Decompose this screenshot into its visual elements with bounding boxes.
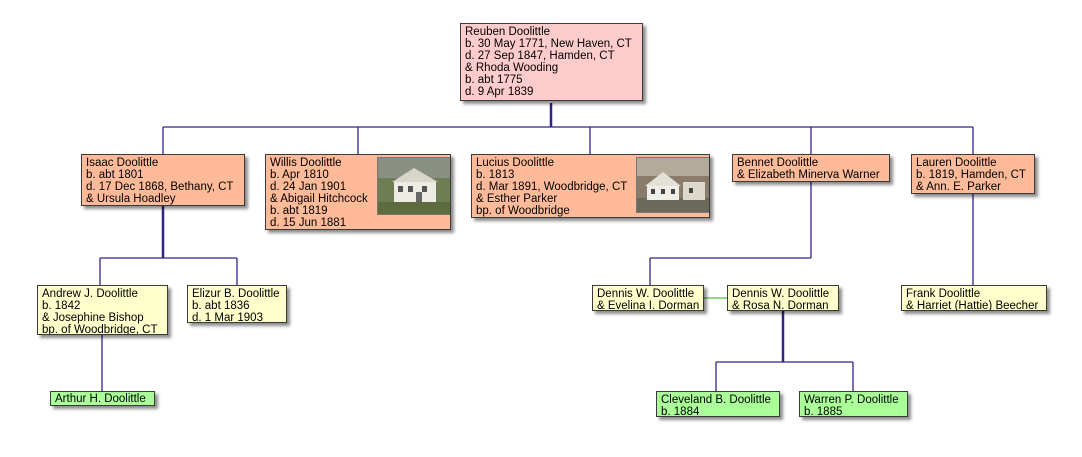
person-name: Elizur B. Doolittle bbox=[192, 288, 280, 300]
person-bennet-doolittle[interactable]: Bennet Doolittle& Elizabeth Minerva Warn… bbox=[732, 154, 890, 182]
person-name: Cleveland B. Doolittle bbox=[661, 394, 771, 406]
person-detail-line: & Ann. E. Parker bbox=[916, 181, 1002, 193]
person-name: Dennis W. Doolittle bbox=[597, 288, 695, 300]
person-detail-line: bp. of Woodbridge, CT bbox=[42, 324, 158, 335]
person-detail-line: d. 1 Mar 1903 bbox=[192, 312, 263, 323]
person-detail-line: & Rosa N. Dorman bbox=[732, 300, 829, 311]
person-detail-line: d. 9 Apr 1839 bbox=[465, 86, 534, 98]
person-name: Willis Doolittle bbox=[270, 157, 342, 169]
person-detail-line: b. 1885 bbox=[804, 406, 843, 417]
person-detail-line: d. 24 Jan 1901 bbox=[270, 181, 347, 193]
person-detail-line: d. 17 Dec 1868, Bethany, CT bbox=[86, 181, 234, 193]
person-detail-line: & Josephine Bishop bbox=[42, 312, 144, 324]
person-detail-line: & Abigail Hitchcock bbox=[270, 193, 368, 205]
person-detail-line: d. 15 Jun 1881 bbox=[270, 217, 347, 229]
person-detail-line: b. 1842 bbox=[42, 300, 81, 312]
house-photo bbox=[377, 157, 450, 215]
person-frank-doolittle[interactable]: Frank Doolittle& Harriet (Hattie) Beeche… bbox=[901, 285, 1047, 311]
person-detail-line: & Esther Parker bbox=[476, 193, 558, 205]
person-name: Frank Doolittle bbox=[906, 288, 981, 300]
person-detail-line: & Harriet (Hattie) Beecher bbox=[906, 300, 1039, 311]
person-detail-line: b. abt 1801 bbox=[86, 169, 144, 181]
person-detail-line: b. abt 1775 bbox=[465, 74, 523, 86]
person-dennis-doolittle-evelina[interactable]: Dennis W. Doolittle& Evelina I. Dorman bbox=[592, 285, 704, 311]
person-detail-line: b. 1884 bbox=[661, 406, 700, 417]
person-name: Lucius Doolittle bbox=[476, 157, 554, 169]
person-detail-line: & Rhoda Wooding bbox=[465, 62, 559, 74]
person-name: Bennet Doolittle bbox=[737, 157, 819, 169]
person-detail-line: b. 1813 bbox=[476, 169, 515, 181]
person-detail-line: bp. of Woodbridge bbox=[476, 205, 570, 217]
homestead-photo bbox=[636, 157, 709, 213]
person-detail-line: & Ursula Hoadley bbox=[86, 193, 176, 205]
person-detail-line: d. Mar 1891, Woodbridge, CT bbox=[476, 181, 628, 193]
person-name: Arthur H. Doolittle bbox=[55, 393, 146, 405]
person-name: Lauren Doolittle bbox=[916, 157, 997, 169]
person-detail-line: b. Apr 1810 bbox=[270, 169, 329, 181]
person-detail-line: b. abt 1836 bbox=[192, 300, 250, 312]
person-detail-line: b. abt 1819 bbox=[270, 205, 328, 217]
person-name: Warren P. Doolittle bbox=[804, 394, 899, 406]
person-detail-line: b. 30 May 1771, New Haven, CT bbox=[465, 38, 632, 50]
person-detail-line: d. 27 Sep 1847, Hamden, CT bbox=[465, 50, 615, 62]
person-name: Isaac Doolittle bbox=[86, 157, 159, 169]
person-name: Andrew J. Doolittle bbox=[42, 288, 138, 300]
person-detail-line: b. 1819, Hamden, CT bbox=[916, 169, 1026, 181]
person-arthur-doolittle[interactable]: Arthur H. Doolittle bbox=[50, 391, 155, 406]
person-detail-line: & Evelina I. Dorman bbox=[597, 300, 700, 311]
person-name: Reuben Doolittle bbox=[465, 26, 551, 38]
person-detail-line: & Elizabeth Minerva Warner bbox=[737, 169, 880, 181]
person-name: Dennis W. Doolittle bbox=[732, 288, 830, 300]
person-dennis-doolittle-rosa[interactable]: Dennis W. Doolittle& Rosa N. Dorman bbox=[727, 285, 839, 311]
